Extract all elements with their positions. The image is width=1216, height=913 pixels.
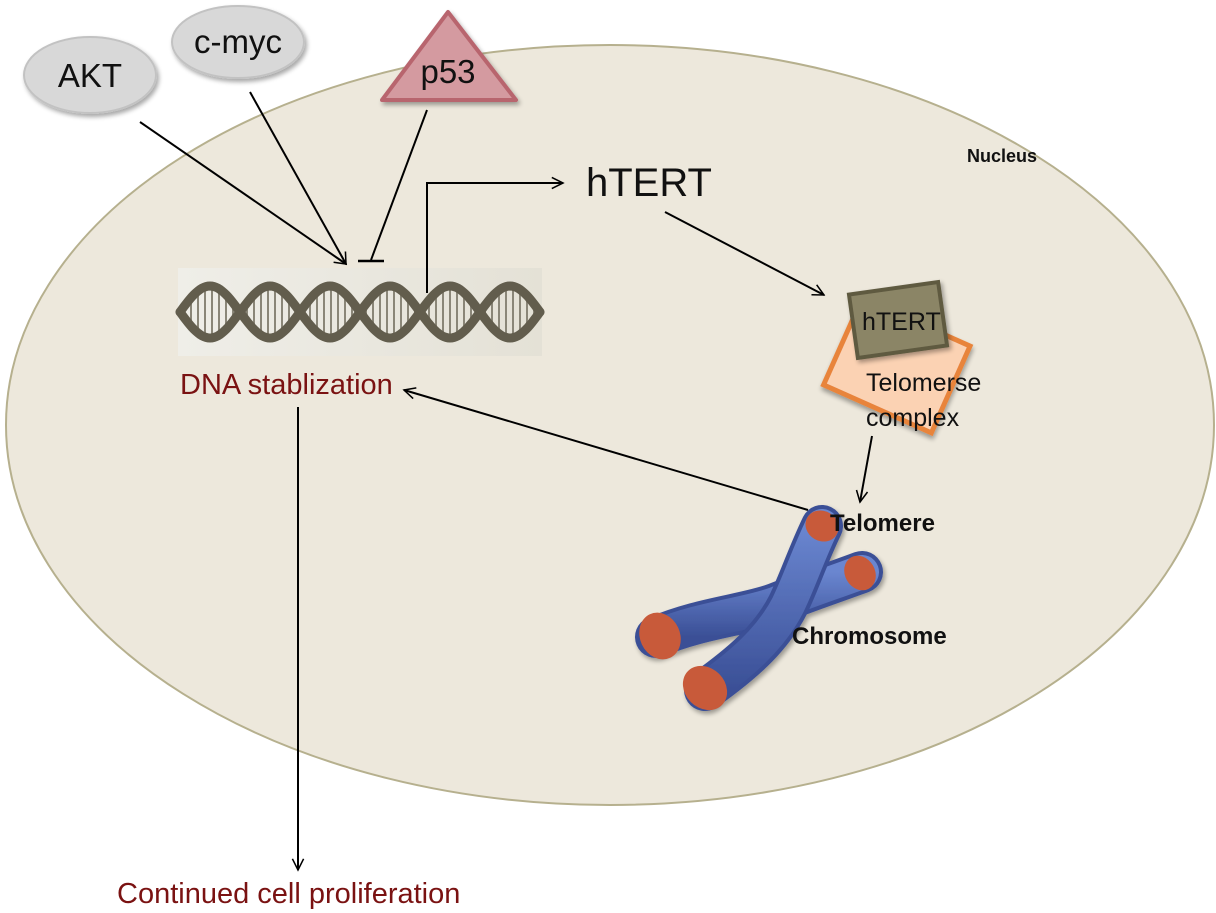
proliferation-label: Continued cell proliferation — [117, 878, 460, 910]
dna-to-htert-arrow — [426, 183, 563, 293]
dna-helix-icon — [175, 268, 545, 356]
complex-label-line2: complex — [866, 404, 960, 432]
telomere-label: Telomere — [830, 510, 935, 537]
cmyc-node — [171, 5, 305, 79]
telomere-caps — [639, 510, 876, 711]
cmyc-to-dna-arrow — [249, 91, 347, 264]
akt-label: AKT — [58, 57, 122, 94]
p53-label: p53 — [420, 53, 475, 90]
nucleus-compartment — [5, 44, 1215, 806]
nucleus-label: Nucleus — [967, 146, 1037, 166]
chromosome-label: Chromosome — [792, 623, 947, 650]
akt-node — [23, 36, 157, 114]
dna-label: DNA stablization — [180, 369, 393, 401]
p53-inhibition — [358, 109, 428, 263]
chromosome-icon — [635, 505, 883, 711]
akt-to-dna-arrow — [139, 121, 346, 264]
htert-label: hTERT — [586, 161, 712, 205]
complex-label-line1: Telomerse — [866, 369, 981, 397]
complex-htert-label: hTERT — [862, 308, 941, 336]
complex-to-telomere-arrow — [860, 435, 873, 502]
telomerase-complex — [820, 279, 974, 437]
telomere-to-dna-arrow — [404, 390, 809, 511]
cmyc-label: c-myc — [194, 23, 282, 60]
p53-node — [380, 10, 518, 102]
htert-to-complex-arrow — [664, 211, 824, 296]
